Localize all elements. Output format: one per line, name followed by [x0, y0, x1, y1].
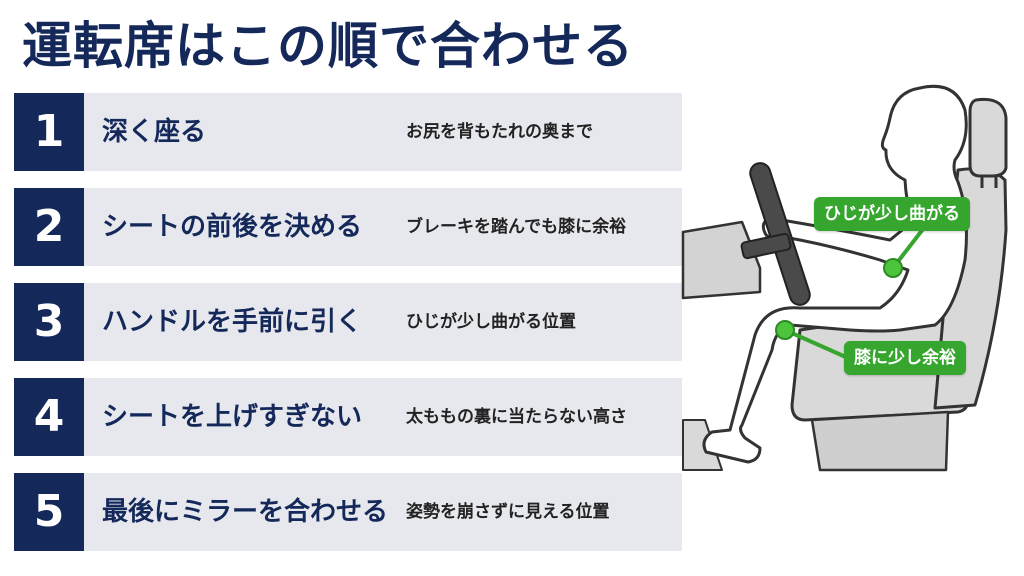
page-title: 運転席はこの順で合わせる	[22, 17, 634, 75]
steering-column	[740, 232, 792, 260]
step-row-5: 5 最後にミラーを合わせる 姿勢を崩さずに見える位置	[14, 473, 682, 551]
step-row-1: 1 深く座る お尻を背もたれの奥まで	[14, 93, 682, 171]
driver-figure	[702, 84, 968, 464]
headrest-shape	[968, 97, 1008, 178]
step-row-2: 2 シートの前後を決める ブレーキを踏んでも膝に余裕	[14, 188, 682, 266]
step-row-4: 4 シートを上げすぎない 太ももの裏に当たらない高さ	[14, 378, 682, 456]
step-number: 1	[14, 93, 84, 171]
dashboard-shape	[681, 220, 762, 300]
step-title: ハンドルを手前に引く	[102, 307, 363, 337]
step-title: 深く座る	[102, 117, 207, 147]
step-description: 姿勢を崩さずに見える位置	[406, 502, 610, 522]
step-description: ひじが少し曲がる位置	[406, 312, 576, 332]
step-description: ブレーキを踏んでも膝に余裕	[406, 217, 627, 237]
knee-marker	[775, 320, 795, 340]
step-number: 3	[14, 283, 84, 361]
step-title: 最後にミラーを合わせる	[102, 497, 389, 527]
step-number: 4	[14, 378, 84, 456]
step-title: シートを上げすぎない	[102, 402, 363, 432]
callout-elbow: ひじが少し曲がる	[814, 197, 970, 231]
callout-knee: 膝に少し余裕	[844, 341, 966, 375]
step-description: お尻を背もたれの奥まで	[406, 122, 593, 142]
seat-pedestal-shape	[810, 410, 950, 472]
driver-seat-illustration	[681, 84, 1008, 472]
step-number: 5	[14, 473, 84, 551]
step-row-3: 3 ハンドルを手前に引く ひじが少し曲がる位置	[14, 283, 682, 361]
knee-leader-line	[784, 328, 849, 360]
step-description: 太ももの裏に当たらない高さ	[406, 407, 627, 427]
elbow-marker	[883, 258, 903, 278]
step-title: シートの前後を決める	[102, 212, 363, 242]
step-number: 2	[14, 188, 84, 266]
step-list: 1 深く座る お尻を背もたれの奥まで 2 シートの前後を決める ブレーキを踏んで…	[14, 93, 682, 568]
